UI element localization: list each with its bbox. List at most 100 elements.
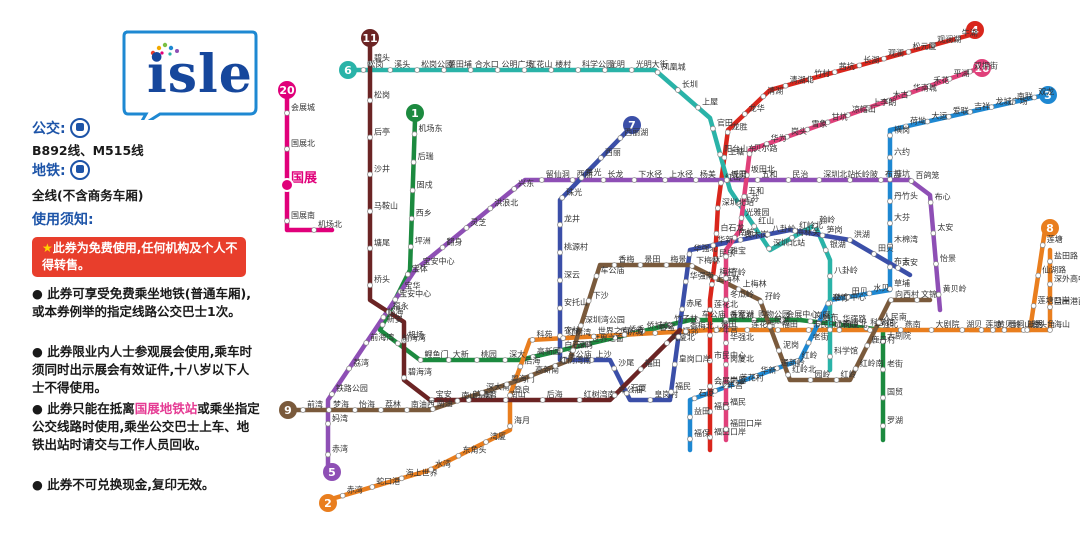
- station-label: 莲塘: [1047, 234, 1063, 244]
- station-dot: [593, 273, 600, 279]
- station-dot: [1039, 242, 1046, 248]
- station-label: 松岗: [374, 89, 390, 99]
- station-label: 宝华: [405, 281, 421, 291]
- station-label: 莲塘: [985, 319, 1001, 329]
- station-dot: [880, 394, 886, 401]
- station-label: 怡海: [359, 399, 375, 409]
- station-dot: [502, 357, 508, 363]
- station-dot: [529, 337, 536, 343]
- warning-box: ★此券为免费使用,任何机构及个人不得转售。: [32, 237, 246, 277]
- station-label: 国展南: [291, 210, 315, 220]
- station-dot: [856, 62, 863, 69]
- station-dot: [1030, 303, 1037, 309]
- station-dot: [844, 294, 851, 300]
- station-label: 红树湾: [567, 327, 591, 337]
- station-label: 坂田北: [751, 164, 775, 174]
- station-label: 景田: [720, 320, 736, 329]
- station-label: 梅景: [670, 254, 686, 264]
- station-label: 科学馆: [834, 346, 858, 356]
- station-label: 福田: [782, 320, 798, 329]
- line-badge-7: 7: [623, 116, 641, 134]
- station-dot: [709, 281, 715, 288]
- station-label: 翰岭: [819, 214, 835, 224]
- station-dot: [881, 55, 887, 62]
- station-dot: [428, 466, 434, 473]
- station-label: 莲花北: [714, 299, 738, 309]
- station-label: 梦海: [333, 399, 349, 409]
- station-label: 宝体: [412, 263, 428, 273]
- station-label: 香蜜湖: [730, 309, 754, 319]
- station-label: 农林: [564, 325, 580, 335]
- station-dot: [718, 180, 724, 186]
- station-dot: [764, 231, 771, 238]
- station-dot: [723, 297, 729, 303]
- station-label: 鲤鱼门: [425, 349, 449, 359]
- station-dot: [978, 327, 985, 333]
- station-dot: [463, 225, 470, 231]
- station-label: 妈湾: [332, 413, 348, 423]
- station-label: 八卦岭: [772, 223, 796, 233]
- station-dot: [822, 247, 829, 253]
- station-dot: [530, 354, 536, 360]
- station-dot: [887, 198, 893, 205]
- station-label: 田贝: [878, 244, 894, 253]
- station-dot: [713, 230, 720, 237]
- station-label: 红岭北: [792, 364, 816, 374]
- station-dot: [751, 317, 757, 323]
- station-label: 赤尾: [686, 299, 702, 308]
- station-label: 洪湖: [854, 229, 870, 239]
- station-label: 太安: [937, 222, 953, 232]
- station-dot: [1047, 304, 1053, 310]
- station-dot: [712, 274, 719, 281]
- station-label: 华强路: [842, 314, 866, 324]
- station-dot: [367, 245, 373, 252]
- station-dot: [707, 306, 713, 313]
- svg-text:11: 11: [362, 32, 377, 45]
- station-label: 后瑞: [418, 151, 434, 161]
- station-dot: [352, 407, 358, 413]
- station-dot: [417, 357, 424, 363]
- station-dot: [487, 205, 494, 212]
- station-dot: [807, 377, 814, 383]
- logo-dots-icon: [150, 42, 179, 56]
- station-dot: [479, 389, 485, 396]
- station-dot: [887, 176, 893, 183]
- station-label: 福田口岸: [714, 427, 746, 436]
- station-label: 五和: [762, 170, 778, 179]
- station-dot: [454, 398, 461, 404]
- station-label: 龙胜: [732, 121, 748, 131]
- station-dot: [887, 242, 893, 248]
- station-dot: [300, 407, 306, 413]
- station-label: 罗湖: [887, 416, 903, 425]
- station-label: 竹子林: [674, 314, 698, 324]
- station-label: 岗厦北: [843, 320, 867, 329]
- station-dot: [895, 265, 901, 271]
- station-dot: [441, 67, 447, 73]
- station-dot: [847, 237, 853, 243]
- logo-speech-bubble: [122, 30, 258, 120]
- station-label: 侨城东: [647, 320, 671, 330]
- station-dot: [439, 244, 446, 251]
- station-label: 会展城: [291, 102, 315, 112]
- station-dot: [369, 484, 375, 490]
- station-label: 泥岗: [783, 341, 799, 350]
- station-dot: [409, 187, 416, 194]
- metro-line-20: [284, 92, 335, 233]
- station-dot: [789, 234, 795, 241]
- station-dot: [407, 243, 414, 250]
- station-dot: [865, 105, 872, 111]
- station-dot: [528, 372, 534, 379]
- station-label: 五和: [748, 187, 764, 196]
- metro-lines: 全线(不含商务车厢): [32, 188, 144, 203]
- station-label: 碧海湾: [408, 367, 432, 377]
- station-label: 太安: [902, 257, 918, 267]
- station-dot: [628, 67, 635, 73]
- station-label: 后海: [524, 356, 540, 366]
- station-dot: [713, 327, 720, 333]
- station-dot: [467, 67, 474, 73]
- station-label: 沙头角: [1031, 319, 1055, 329]
- station-dot: [326, 407, 332, 413]
- station-label: 红岭: [841, 369, 857, 379]
- line-badge-9: 9: [279, 401, 297, 419]
